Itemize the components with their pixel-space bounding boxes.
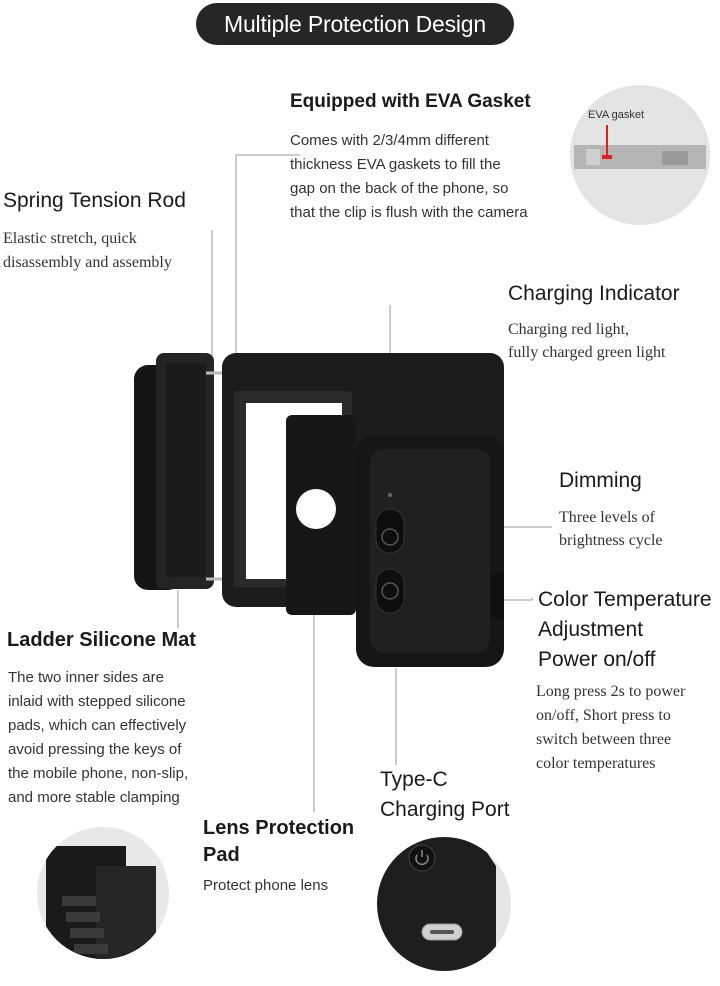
lens-pad-desc-1: Protect phone lens xyxy=(203,877,329,894)
color-temp-title-2: Adjustment xyxy=(538,618,644,641)
typec-port-detail-inset xyxy=(377,837,511,971)
ladder-mat-desc-6: and more stable clamping xyxy=(8,789,180,806)
eva-gasket-desc-4: that the clip is flush with the camera xyxy=(290,204,528,221)
eva-gasket-desc-2: thickness EVA gaskets to fill the xyxy=(290,156,501,173)
ladder-mat-desc-2: inlaid with stepped silicone xyxy=(8,693,186,710)
power-button-icon xyxy=(408,844,436,872)
charging-indicator-desc-1: Charging red light, xyxy=(508,321,630,338)
typec-title-2: Charging Port xyxy=(380,798,510,821)
ladder-mat-desc-3: pads, which can effectively xyxy=(8,717,187,734)
spring-rod-desc-2: disassembly and assembly xyxy=(3,254,172,271)
charging-indicator-title: Charging Indicator xyxy=(508,282,680,305)
dimming-desc-2: brightness cycle xyxy=(559,532,663,549)
dimming-desc-1: Three levels of xyxy=(559,509,655,526)
charging-indicator-desc-2: fully charged green light xyxy=(508,344,666,361)
color-temp-desc-3: switch between three xyxy=(536,731,672,748)
ladder-mat-title: Ladder Silicone Mat xyxy=(7,629,196,651)
ladder-mat-desc-4: avoid pressing the keys of xyxy=(8,741,182,758)
lens-pad-title-2: Pad xyxy=(203,844,240,866)
spring-rod-title: Spring Tension Rod xyxy=(3,189,186,212)
eva-gasket-inset-label: EVA gasket xyxy=(588,109,645,121)
spring-rod-desc-1: Elastic stretch, quick xyxy=(3,230,137,247)
phone-clip-light-device xyxy=(134,353,504,667)
color-temp-desc-1: Long press 2s to power xyxy=(536,683,686,700)
eva-gasket-desc-3: gap on the back of the phone, so xyxy=(290,180,509,197)
eva-gasket-inset xyxy=(570,85,710,225)
color-temp-title-3: Power on/off xyxy=(538,648,656,671)
ladder-mat-desc-5: the mobile phone, non-slip, xyxy=(8,765,189,782)
page-title-banner: Multiple Protection Design xyxy=(196,3,514,45)
eva-gasket-desc-1: Comes with 2/3/4mm different xyxy=(290,132,489,149)
eva-gasket-title: Equipped with EVA Gasket xyxy=(290,91,531,112)
color-temp-title-1: Color Temperature xyxy=(538,588,712,611)
ladder-mat-detail-inset xyxy=(37,827,169,959)
typec-title-1: Type-C xyxy=(380,768,448,791)
color-temp-desc-4: color temperatures xyxy=(536,755,656,772)
usb-c-port-icon xyxy=(421,923,463,941)
ladder-mat-desc-1: The two inner sides are xyxy=(8,669,164,686)
color-temp-desc-2: on/off, Short press to xyxy=(536,707,671,724)
dimming-title: Dimming xyxy=(559,469,642,492)
lens-pad-title-1: Lens Protection xyxy=(203,817,355,839)
